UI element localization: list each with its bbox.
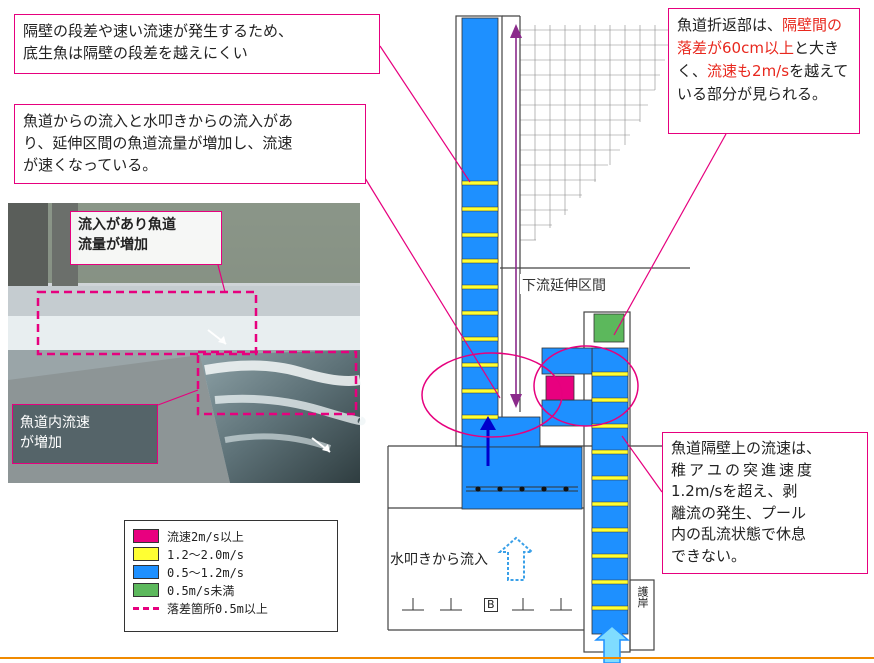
callout-middle-left-line2: り、延伸区間の魚道流量が増加し、流速: [23, 134, 293, 152]
photo-label-inflow: 流入があり魚道 流量が増加: [70, 211, 222, 265]
callout-bottom-right-line2: 稚アユの突進速度: [671, 460, 816, 479]
callout-top-left-line1: 隔壁の段差や速い流速が発生するため、: [23, 22, 294, 40]
photo-label-velocity-line1: 魚道内流速: [20, 415, 90, 431]
legend-swatch-normal: [133, 565, 159, 579]
callout-top-right-seg1: 魚道折返部は、: [677, 16, 783, 34]
callout-bottom-right-line5: 内の乱流状態で休息: [671, 525, 807, 543]
callout-top-right-seg8: を越えている: [677, 62, 849, 103]
callout-top-right-seg5: と大きく、: [677, 39, 839, 80]
callout-top-right: 魚道折返部は、隔壁間の落差が60cm以上と大きく、流速も2m/sを越えている部分…: [668, 8, 860, 134]
callout-top-left-line2: 底生魚は隔壁の段差を越えにくい: [23, 44, 248, 62]
legend-swatch-mid: [133, 547, 159, 561]
callout-top-right-seg4: 上: [778, 39, 794, 57]
legend: 流速2m/s以上 1.2～2.0m/s 0.5～1.2m/s 0.5m/s未満 …: [124, 520, 338, 632]
legend-label-fast: 流速2m/s以上: [167, 529, 244, 544]
callout-top-right-seg6: 流速も: [707, 62, 753, 80]
legend-item-drop: 落差箇所0.5m以上: [133, 599, 329, 617]
side-label: 護岸: [636, 586, 649, 608]
callout-middle-left-line3: が速くなっている。: [23, 156, 158, 174]
legend-item-slow: 0.5m/s未満: [133, 581, 329, 599]
legend-item-normal: 0.5～1.2m/s: [133, 563, 329, 581]
callout-middle-left-line1: 魚道からの流入と水叩きからの流入があ: [23, 112, 294, 130]
callout-bottom-right-line3: 1.2m/sを超え、剥: [671, 482, 798, 500]
photo-label-velocity-line2: が増加: [20, 435, 62, 451]
inflow-label: 水叩きから流入: [390, 552, 488, 568]
callout-top-right-seg9: 部分が見られる。: [707, 85, 828, 103]
callout-top-right-seg3: 間の落差が60cm以: [677, 16, 843, 57]
photo-label-inflow-line1: 流入があり魚道: [78, 217, 176, 233]
callout-bottom-right-line4: 離流の発生、プール: [671, 503, 807, 522]
callout-top-left: 隔壁の段差や速い流速が発生するため、 底生魚は隔壁の段差を越えにくい: [14, 14, 380, 74]
legend-label-normal: 0.5～1.2m/s: [167, 565, 245, 580]
callout-bottom-right: 魚道隔壁上の流速は、 稚アユの突進速度 1.2m/sを超え、剥 離流の発生、プー…: [662, 432, 868, 574]
legend-swatch-fast: [133, 529, 159, 543]
small-marker-label: B: [484, 598, 498, 612]
legend-dash: [133, 606, 159, 610]
section-label: 下流延伸区間: [522, 278, 606, 294]
legend-swatch-slow: [133, 583, 159, 597]
legend-label-slow: 0.5m/s未満: [167, 583, 235, 598]
legend-item-fast: 流速2m/s以上: [133, 527, 329, 545]
callout-middle-left: 魚道からの流入と水叩きからの流入があ り、延伸区間の魚道流量が増加し、流速 が速…: [14, 104, 366, 184]
legend-label-mid: 1.2～2.0m/s: [167, 547, 245, 562]
callout-top-right-seg2: 隔壁: [782, 16, 813, 34]
callout-bottom-right-line6: できない。: [671, 546, 747, 565]
photo-label-velocity: 魚道内流速 が増加: [12, 404, 158, 464]
legend-label-drop: 落差箇所0.5m以上: [167, 601, 268, 616]
photo-label-inflow-line2: 流量が増加: [78, 237, 148, 253]
callout-bottom-right-line1: 魚道隔壁上の流速は、: [671, 439, 822, 457]
fishway-diagram: [387, 15, 700, 663]
legend-item-mid: 1.2～2.0m/s: [133, 545, 329, 563]
callout-top-right-seg7: 2m/s: [752, 62, 790, 80]
